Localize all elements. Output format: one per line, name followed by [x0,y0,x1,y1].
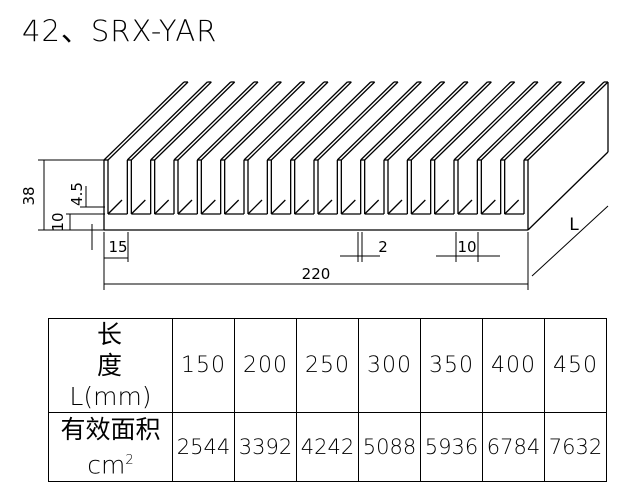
length-cell: 200 [234,318,297,413]
dim-label-L: L [569,215,579,235]
area-header-unit: cm2 [87,450,134,480]
dim-height-38 [38,159,105,231]
part-title: 42、SRX-YAR [22,14,218,48]
dim-label-38: 38 [20,186,38,205]
table-row-length: 长 度 L(mm) 150 200 250 300 350 400 450 [48,318,607,413]
area-cell: 6784 [482,412,545,482]
area-header: 有效面积 cm2 [48,412,173,482]
area-header-cn: 有效面积 [60,414,161,444]
area-cell: 5088 [358,412,421,482]
area-cell: 4242 [296,412,359,482]
dim-pitch-10 [436,232,500,262]
dim-fin-2 [340,232,380,262]
length-header-cn: 长 度 [96,320,144,380]
area-cell: 2544 [172,412,235,482]
dim-label-2: 2 [378,238,388,256]
length-cell: 150 [172,318,235,413]
area-cell: 3392 [234,412,297,482]
length-cell: 450 [544,318,607,413]
dim-width-220 [103,232,529,290]
dim-base-10 [66,213,105,230]
heatsink-profile [103,81,609,231]
dim-label-pitch: 10 [457,238,476,256]
length-header: 长 度 L(mm) [48,318,173,413]
dim-label-4-5: 4.5 [68,182,86,206]
area-cell: 7632 [544,412,607,482]
length-cell: 300 [358,318,421,413]
spec-table: 长 度 L(mm) 150 200 250 300 350 400 450 有效… [48,318,607,482]
dim-label-10: 10 [49,212,67,231]
heatsink-drawing: 38 10 4.5 15 2 10 220 [20,81,609,290]
length-cell: 400 [482,318,545,413]
length-cell: 350 [420,318,483,413]
length-header-unit: L(mm) [69,382,152,411]
dim-label-220: 220 [302,265,331,283]
length-cell: 250 [296,318,359,413]
area-cell: 5936 [420,412,483,482]
dim-length-L [531,205,609,277]
dim-gap-4-5 [80,186,105,208]
table-row-area: 有效面积 cm2 2544 3392 4242 5088 5936 6784 7… [48,412,607,482]
dim-label-15: 15 [108,238,127,256]
